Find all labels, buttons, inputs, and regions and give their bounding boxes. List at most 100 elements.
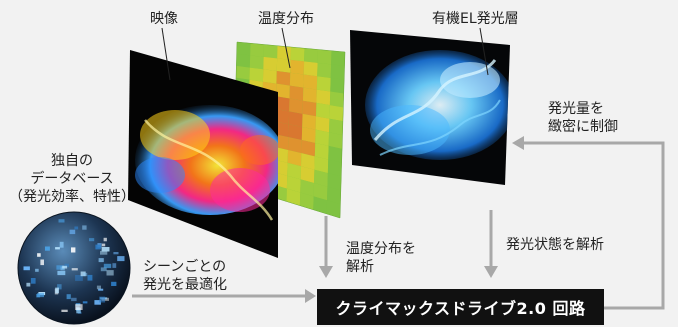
temp-analysis-arrow-head	[319, 266, 333, 278]
temperature-cell	[315, 129, 330, 146]
sphere-tile	[36, 294, 41, 298]
sphere-tile	[95, 244, 101, 250]
oled-leader-line	[479, 27, 489, 76]
temperature-cell	[331, 50, 345, 66]
temperature-cell	[288, 111, 303, 127]
temperature-cell	[329, 105, 344, 122]
sphere-tile	[103, 263, 112, 269]
temperature-cell	[274, 134, 289, 150]
sphere-tile	[30, 278, 36, 284]
sphere-tile	[66, 294, 71, 300]
sphere-tile	[99, 296, 106, 303]
temp-leader-line	[281, 27, 291, 69]
emission-control-label: 発光量を 緻密に制御	[548, 100, 618, 136]
temperature-cell	[302, 100, 317, 117]
sphere-tile	[100, 250, 108, 255]
sphere-tile	[62, 265, 68, 269]
emission-control-label-line1: 発光量を	[548, 101, 604, 117]
control-feedback-arrow	[522, 141, 665, 310]
temperature-cell	[262, 69, 277, 84]
temperature-cell	[315, 116, 330, 133]
temperature-cell	[276, 83, 290, 99]
sphere-tile	[71, 268, 78, 271]
sphere-tile	[75, 275, 83, 281]
sphere-tile	[101, 247, 110, 252]
temperature-cell	[330, 77, 345, 94]
sphere-tile	[82, 301, 88, 304]
temperature-cell	[314, 156, 329, 174]
temperature-cell	[286, 175, 301, 193]
sphere-tile	[89, 238, 95, 242]
temperature-cell	[302, 87, 317, 103]
sphere-tile	[75, 304, 83, 310]
sphere-tile	[96, 285, 101, 290]
temperature-cell	[275, 108, 290, 125]
temperature-cell	[300, 166, 315, 184]
temperature-cell	[290, 47, 305, 62]
sphere-tile	[98, 258, 104, 263]
temperature-cell	[287, 150, 302, 167]
sphere-tile	[80, 271, 86, 277]
temperature-cell	[313, 183, 328, 201]
temperature-cell	[317, 49, 332, 65]
temperature-cell	[263, 56, 278, 72]
temperature-cell	[276, 58, 291, 73]
temperature-cell	[314, 142, 329, 160]
temperature-analysis-label: 温度分布を 解析	[346, 240, 416, 276]
temperature-cell	[290, 59, 305, 75]
temperature-cell	[330, 64, 345, 80]
temperature-cell	[301, 153, 315, 170]
sphere-tile	[82, 225, 87, 230]
sphere-tile	[98, 288, 104, 291]
temperature-cell	[300, 179, 315, 197]
temperature-cell	[250, 43, 264, 57]
database-label-line2: データベース	[30, 171, 114, 187]
temperature-cell	[327, 173, 342, 191]
sphere-tile	[35, 268, 39, 272]
sphere-tile	[23, 266, 30, 271]
sphere-tile	[55, 247, 60, 250]
temperature-cell	[313, 196, 328, 214]
sphere-tile	[74, 226, 79, 230]
temperature-cell	[275, 96, 290, 112]
temperature-cell	[303, 74, 318, 90]
sphere-tile	[45, 246, 50, 251]
temperature-cell	[274, 121, 289, 138]
sphere-tile	[57, 284, 62, 290]
sphere-tile	[26, 282, 31, 287]
temperature-cell	[287, 162, 302, 180]
state-analysis-arrow-head	[484, 266, 498, 278]
temperature-cell	[299, 192, 314, 210]
temperature-cell	[302, 113, 317, 130]
temperature-cell	[286, 188, 301, 206]
database-sphere	[17, 211, 131, 325]
sphere-tile	[112, 263, 117, 268]
database-label-line3: （発光効率、特性）	[9, 189, 135, 205]
sphere-tile	[113, 252, 119, 255]
temperature-cell	[314, 169, 328, 187]
temperature-cell	[236, 65, 250, 80]
temperature-cell	[301, 140, 316, 157]
sphere-tile	[59, 241, 64, 248]
sphere-tile	[64, 263, 69, 268]
sphere-tile	[76, 307, 81, 314]
temperature-cell	[249, 55, 264, 70]
sphere-tile	[106, 270, 114, 276]
temperature-cell	[326, 200, 341, 218]
temperature-cell	[329, 91, 344, 108]
temperature-cell	[288, 137, 302, 154]
sphere-tile	[117, 256, 125, 262]
temperature-cell	[303, 61, 318, 77]
temperature-cell	[288, 124, 303, 141]
temperature-cell	[263, 44, 278, 59]
sphere-tile	[83, 272, 88, 277]
temperature-cell	[277, 45, 291, 60]
temperature-cell	[301, 126, 316, 143]
oled-layer-panel	[350, 30, 510, 185]
temperature-cell	[276, 71, 291, 86]
video-leader-line	[161, 27, 171, 81]
sphere-tile	[69, 229, 76, 235]
temperature-cell	[317, 62, 332, 78]
temperature-cell	[327, 186, 341, 205]
temperature-cell	[316, 102, 330, 119]
